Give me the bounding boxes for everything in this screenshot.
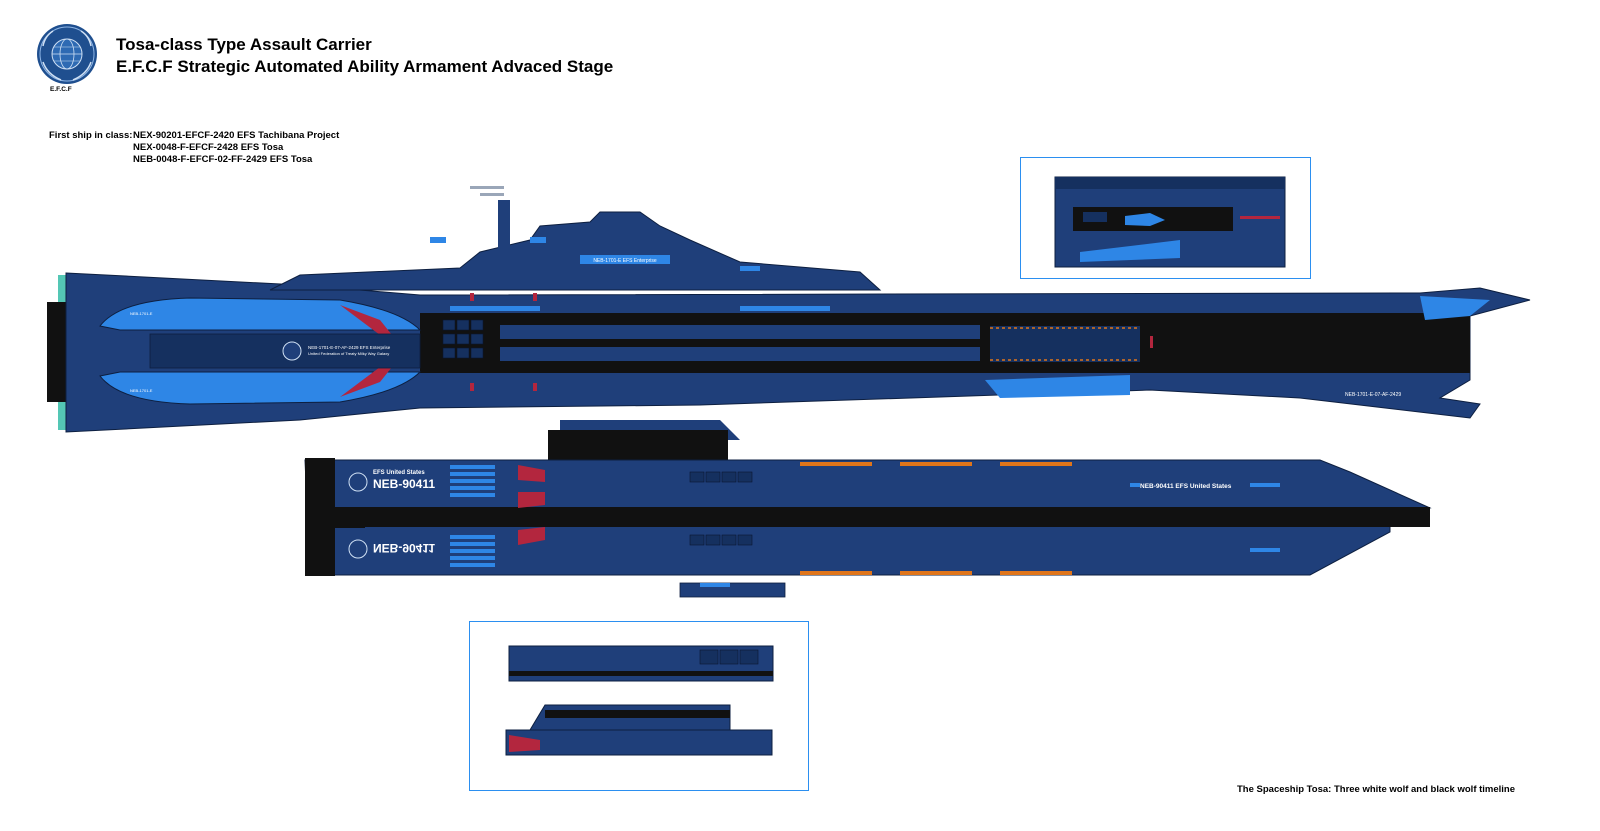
lower-ship-registry: NEB-90411	[373, 477, 435, 491]
title-line-1: Tosa-class Type Assault Carrier	[116, 35, 372, 54]
lower-ship-registry-mirrored: NEB-90411	[373, 541, 435, 555]
ship-list-item: NEX-0048-F-EFCF-2428 EFS Tosa	[133, 142, 284, 153]
lower-ship: EFS United States NEB-90411 NEB-90411	[304, 458, 1432, 598]
title-line-2: E.F.C.F Strategic Automated Ability Arma…	[116, 57, 614, 76]
stern-tag-bottom: NEB-1701-E	[130, 388, 153, 393]
lower-side-text: NEB-90411 EFS United States	[1140, 483, 1232, 490]
footer-caption: The Spaceship Tosa: Three white wolf and…	[1237, 784, 1516, 795]
detail-frame-bottom	[469, 621, 809, 791]
stern-tag-top: NEB-1701-E	[130, 311, 153, 316]
efcf-emblem	[33, 22, 101, 86]
hull-text-line-2: United Federation of Treaty Milky Way Ga…	[308, 351, 389, 356]
detail-frame-top-right	[1020, 157, 1311, 279]
bridge-plate-text: NEB-1701-E EFS Enterprise	[593, 258, 657, 264]
page-title: Tosa-class Type Assault Carrier E.F.C.F …	[116, 34, 613, 78]
class-label: First ship in class:	[49, 130, 133, 141]
ship-list-item: NEX-90201-EFCF-2420 EFS Tachibana Projec…	[133, 130, 340, 141]
ship-list-item: NEB-0048-F-EFCF-02-FF-2429 EFS Tosa	[133, 154, 313, 165]
emblem-label: E.F.C.F	[50, 86, 72, 93]
hull-text-line-1: NEB-1701-E-07-AF-2429 EFS Enterprise	[308, 345, 391, 350]
lower-ship-name: EFS United States	[373, 470, 425, 476]
bow-registry: NEB-1701-E-07-AF-2429	[1345, 392, 1401, 398]
